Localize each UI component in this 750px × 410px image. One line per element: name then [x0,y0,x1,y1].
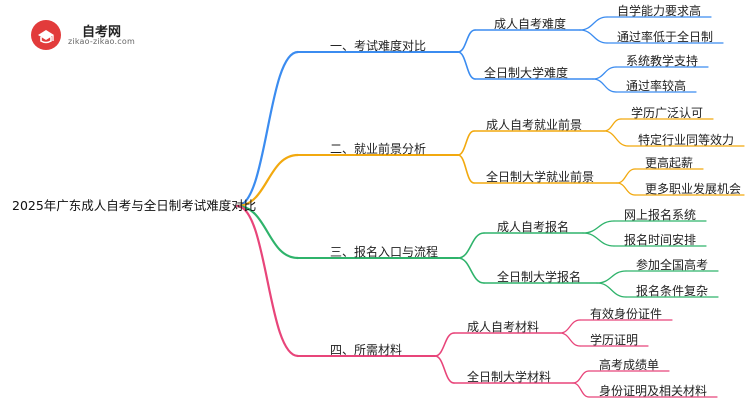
edge-topic-to-leaf [579,29,608,44]
edge-branch-to-topic [457,154,475,184]
leaf-label: 身份证明及相关材料 [599,384,708,398]
topic-label: 成人自考材料 [467,320,540,334]
edge-topic-to-leaf [572,370,590,384]
edge-topic-to-leaf [579,16,608,31]
edge-topic-to-leaf [596,282,627,298]
branch-2-label: 二、就业前景分析 [330,142,427,156]
leaf-label: 高考成绩单 [599,358,660,372]
edge-topic-to-leaf [559,319,581,334]
edge-topic-to-leaf [572,382,590,398]
leaf-label: 系统教学支持 [626,54,699,68]
site-logo-subtitle: zikao-zikao.com [68,37,135,46]
edge-root-to-branch [235,50,300,208]
leaf-label: 参加全国高考 [636,258,709,272]
edge-branch-to-topic [457,257,485,284]
topic-label: 全日制大学难度 [484,66,569,80]
leaf-label: 网上报名系统 [624,208,697,222]
leaf-label: 报名时间安排 [624,233,697,247]
topic-label: 成人自考报名 [497,220,570,234]
topic-label: 全日制大学就业前景 [486,170,595,184]
edge-branch-to-topic [457,29,476,53]
edge-topic-to-leaf [596,270,627,284]
leaf-label: 通过率较高 [626,79,687,93]
edge-branch-to-topic [434,332,455,357]
topic-label: 全日制大学报名 [497,270,582,284]
edge-topic-to-leaf [559,332,581,347]
topic-label: 成人自考难度 [494,17,567,31]
edge-root-to-branch [235,204,300,260]
edge-topic-to-leaf [616,182,636,196]
mindmap-root: 2025年广东成人自考与全日制考试难度对比 [12,198,257,213]
edge-topic-to-leaf [616,168,636,184]
edge-branch-to-topic [457,232,485,259]
branch-3-label: 三、报名入口与流程 [330,245,439,259]
leaf-label: 有效身份证件 [590,307,663,321]
leaf-label: 学历广泛认可 [631,106,704,120]
edge-root-to-branch [235,153,300,208]
edge-topic-to-leaf [592,66,617,80]
leaf-label: 通过率低于全日制 [617,30,714,44]
leaf-label: 特定行业同等效力 [638,133,735,147]
edge-topic-to-leaf [603,118,622,132]
site-logo-title: 自考网 [82,25,122,40]
edge-root-to-branch [235,204,300,358]
edge-topic-to-leaf [603,130,629,147]
edge-topic-to-leaf [582,220,615,234]
edge-branch-to-topic [457,130,475,156]
branch-1-label: 一、考试难度对比 [330,39,427,53]
leaf-label: 更高起薪 [645,156,694,170]
topic-label: 全日制大学材料 [467,370,552,384]
edge-topic-to-leaf [592,78,617,93]
site-logo-icon [31,20,61,50]
leaf-label: 学历证明 [590,333,639,347]
leaf-label: 更多职业发展机会 [645,182,742,196]
leaf-label: 报名条件复杂 [636,284,709,298]
topic-label: 成人自考就业前景 [486,118,583,132]
branch-4-label: 四、所需材料 [330,343,403,357]
edge-branch-to-topic [434,355,455,384]
edge-branch-to-topic [457,51,476,80]
edge-topic-to-leaf [582,232,615,247]
leaf-label: 自学能力要求高 [617,4,702,18]
